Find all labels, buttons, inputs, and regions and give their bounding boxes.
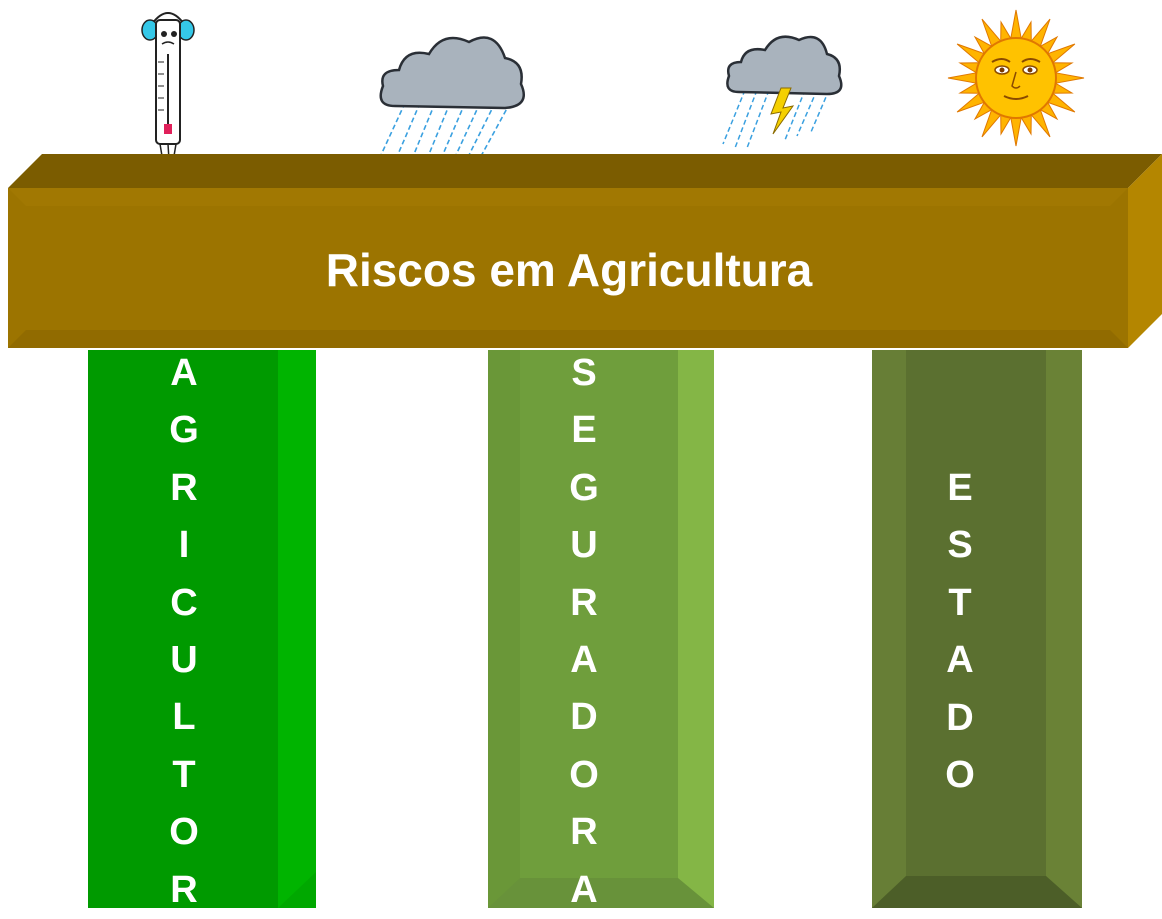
sun-icon xyxy=(947,9,1085,147)
pillar-letter: T xyxy=(948,581,972,624)
pillar-letter: G xyxy=(169,409,199,452)
beam-title: Riscos em Agricultura xyxy=(325,244,813,296)
pillar-letter: S xyxy=(571,352,597,394)
pillar-letter: O xyxy=(945,753,975,796)
pillar-letter: I xyxy=(178,524,190,567)
thermometer-icon xyxy=(141,12,195,161)
pillar-letter: R xyxy=(570,811,598,854)
pillar-letter: L xyxy=(172,696,196,739)
pillar-letter: D xyxy=(946,696,974,739)
pillar-letter: O xyxy=(569,753,599,796)
pillar-letter: E xyxy=(571,409,597,452)
pillar-agricultor xyxy=(88,350,316,908)
pillar-letter: A xyxy=(570,868,598,911)
storm-cloud-icon xyxy=(722,35,843,149)
pillar-letter: G xyxy=(569,466,599,509)
pillar-seguradora xyxy=(488,350,714,908)
pillar-letter: A xyxy=(570,638,598,681)
pillar-letter: E xyxy=(947,467,973,509)
pillar-letter: R xyxy=(170,466,198,509)
pillar-letter: D xyxy=(570,696,598,739)
pillar-letter: R xyxy=(170,868,198,911)
pillar-letter: C xyxy=(170,581,198,624)
pillar-letter: R xyxy=(570,581,598,624)
beam-right-face xyxy=(1128,154,1162,348)
pillar-letter: T xyxy=(172,753,196,796)
pillar-letter: O xyxy=(169,811,199,854)
pillar-letter: S xyxy=(947,524,973,567)
pillar-letter: A xyxy=(946,639,974,682)
pillar-letter: U xyxy=(170,638,198,681)
pillar-letter: A xyxy=(170,352,198,394)
beam-top-face xyxy=(8,154,1162,188)
pillar-estado xyxy=(872,350,1082,908)
pillar-letter: U xyxy=(570,524,598,567)
beam-front-face xyxy=(8,188,1128,348)
